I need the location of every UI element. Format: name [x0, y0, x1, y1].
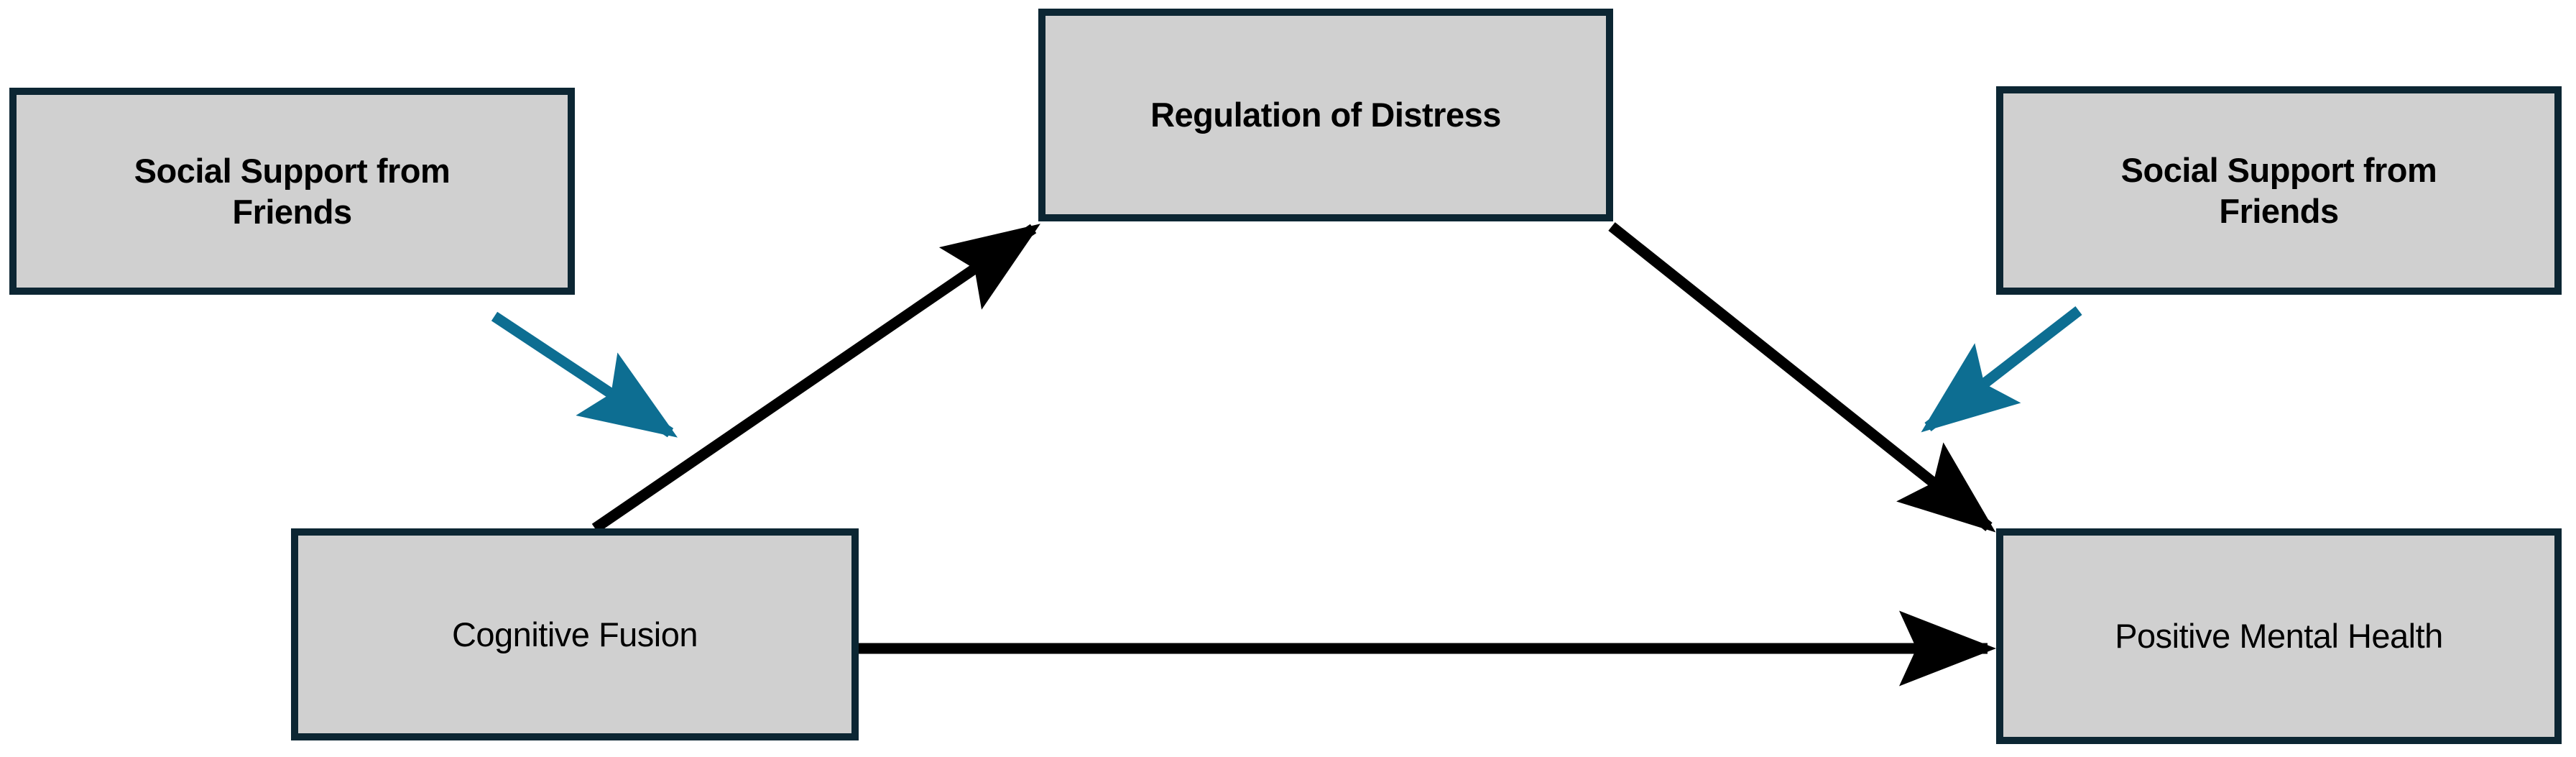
node-label-regulation-of-distress: Regulation of Distress	[1150, 96, 1501, 134]
node-label-cognitive-fusion: Cognitive Fusion	[451, 615, 698, 653]
edge-cognitive-fusion-to-regulation-of-distress	[591, 224, 1040, 533]
node-cognitive-fusion[interactable]: Cognitive Fusion	[291, 528, 859, 740]
node-social-support-from-friends-left[interactable]: Social Support from Friends	[9, 88, 575, 295]
edge-regulation-of-distress-to-positive-mental-health	[1608, 222, 1996, 533]
node-positive-mental-health[interactable]: Positive Mental Health	[1996, 528, 2562, 744]
edge-social-support-right-moderator	[1921, 306, 2082, 433]
edge-social-support-left-moderator	[491, 311, 678, 438]
node-label-social-support-right: Social Support from Friends	[2120, 150, 2437, 230]
node-label-positive-mental-health: Positive Mental Health	[2115, 617, 2443, 656]
node-label-social-support-left: Social Support from Friends	[134, 151, 451, 231]
node-regulation-of-distress[interactable]: Regulation of Distress	[1038, 9, 1613, 221]
node-social-support-from-friends-right[interactable]: Social Support from Friends	[1996, 86, 2562, 295]
